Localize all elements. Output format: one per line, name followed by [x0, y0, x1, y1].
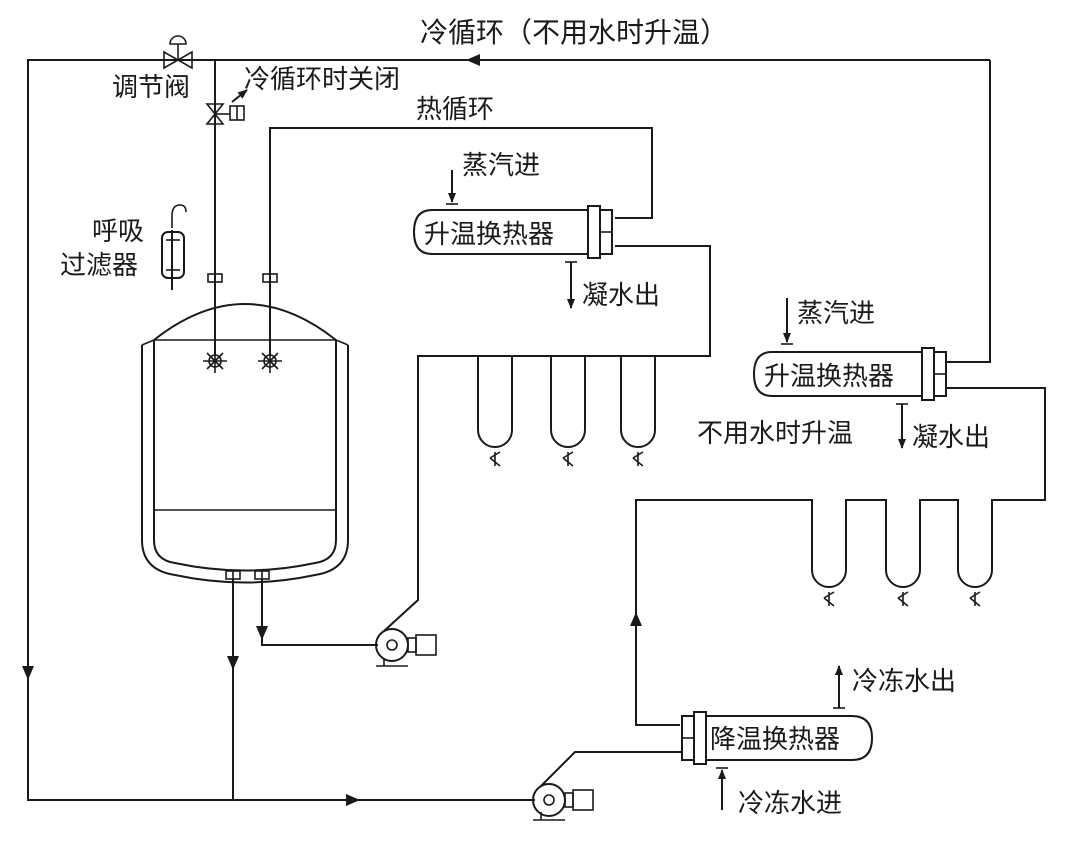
label-heater-2: 升温换热器 — [764, 362, 894, 392]
pump-1 — [375, 245, 711, 667]
label-condensate-1: 凝水出 — [582, 281, 660, 311]
label-condensate-2: 凝水出 — [912, 423, 990, 453]
drop-legs-2 — [630, 387, 1046, 726]
cold-circulation-loop — [22, 54, 991, 801]
pump-2 — [532, 751, 682, 821]
spray-ball-left — [203, 349, 227, 373]
cooling-heat-exchanger — [681, 665, 874, 810]
label-breather-1: 呼吸 — [92, 217, 144, 247]
drop-legs-1 — [477, 355, 710, 467]
spray-ball-right — [258, 349, 282, 373]
label-heater-1: 升温换热器 — [424, 220, 554, 250]
label-chilled-in: 冷冻水进 — [738, 789, 842, 819]
label-cooler: 降温换热器 — [710, 725, 840, 755]
label-regulating-valve: 调节阀 — [112, 73, 190, 103]
storage-tank — [141, 303, 349, 584]
regulating-valve — [163, 35, 193, 70]
breather-filter — [161, 204, 187, 290]
nozzle-marks — [207, 273, 278, 580]
label-breather-2: 过滤器 — [60, 251, 138, 281]
label-hot-loop: 热循环 — [416, 95, 494, 125]
tank-inlet-pipes — [214, 60, 653, 355]
label-steam-in-1: 蒸汽进 — [462, 151, 540, 181]
label-cold-loop: 冷循环（不用水时升温） — [420, 16, 728, 49]
close-on-cold-valve — [205, 89, 248, 125]
heat-exchanger-1 — [412, 170, 613, 309]
label-steam-in-2: 蒸汽进 — [797, 299, 875, 329]
heat-exchanger-2 — [752, 298, 947, 449]
label-chilled-out: 冷冻水出 — [852, 667, 956, 697]
label-heat-when-idle: 不用水时升温 — [697, 419, 853, 449]
tank-outlet-lines — [227, 579, 378, 800]
label-close-on-cold: 冷循环时关闭 — [244, 65, 400, 95]
flow-arrow-bottom — [346, 794, 360, 806]
